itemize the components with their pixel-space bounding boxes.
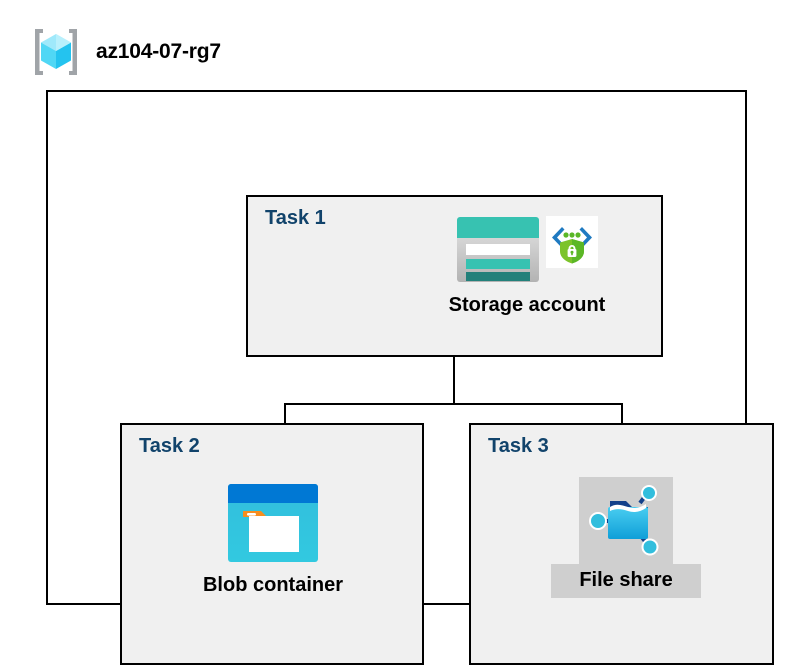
storage-account-caption: Storage account [448, 294, 606, 316]
connector-trunk [453, 357, 455, 405]
blob-container-caption: Blob container [202, 574, 343, 596]
secure-endpoint-shield-icon [546, 216, 598, 273]
node-blob-container[interactable]: Blob container [183, 483, 363, 597]
diagram-canvas: az104-07-rg7 Task 1 [30, 26, 774, 665]
file-share-caption: File share [551, 564, 701, 598]
file-share-icon-wrap [579, 477, 673, 570]
storage-account-icon-row [456, 216, 598, 288]
resource-group-container: Task 1 [46, 90, 774, 665]
task-box-3[interactable]: Task 3 [469, 423, 774, 665]
azure-resource-group-icon [30, 26, 82, 78]
node-storage-account[interactable]: Storage account [447, 216, 607, 317]
task-3-label: Task 3 [488, 435, 549, 457]
blob-container-icon [227, 484, 319, 567]
task-1-label: Task 1 [265, 207, 326, 229]
connector-bus [284, 403, 623, 405]
resource-group-title: az104-07-rg7 [96, 40, 221, 63]
storage-account-icon [456, 216, 540, 288]
task-2-label: Task 2 [139, 435, 200, 457]
blob-container-icon-wrap [227, 483, 319, 568]
task-box-1[interactable]: Task 1 [246, 195, 663, 357]
resource-group-header: az104-07-rg7 [30, 26, 221, 78]
task-box-2[interactable]: Task 2 [120, 423, 424, 665]
node-file-share[interactable]: File share [551, 477, 701, 598]
file-share-icon [588, 485, 664, 563]
